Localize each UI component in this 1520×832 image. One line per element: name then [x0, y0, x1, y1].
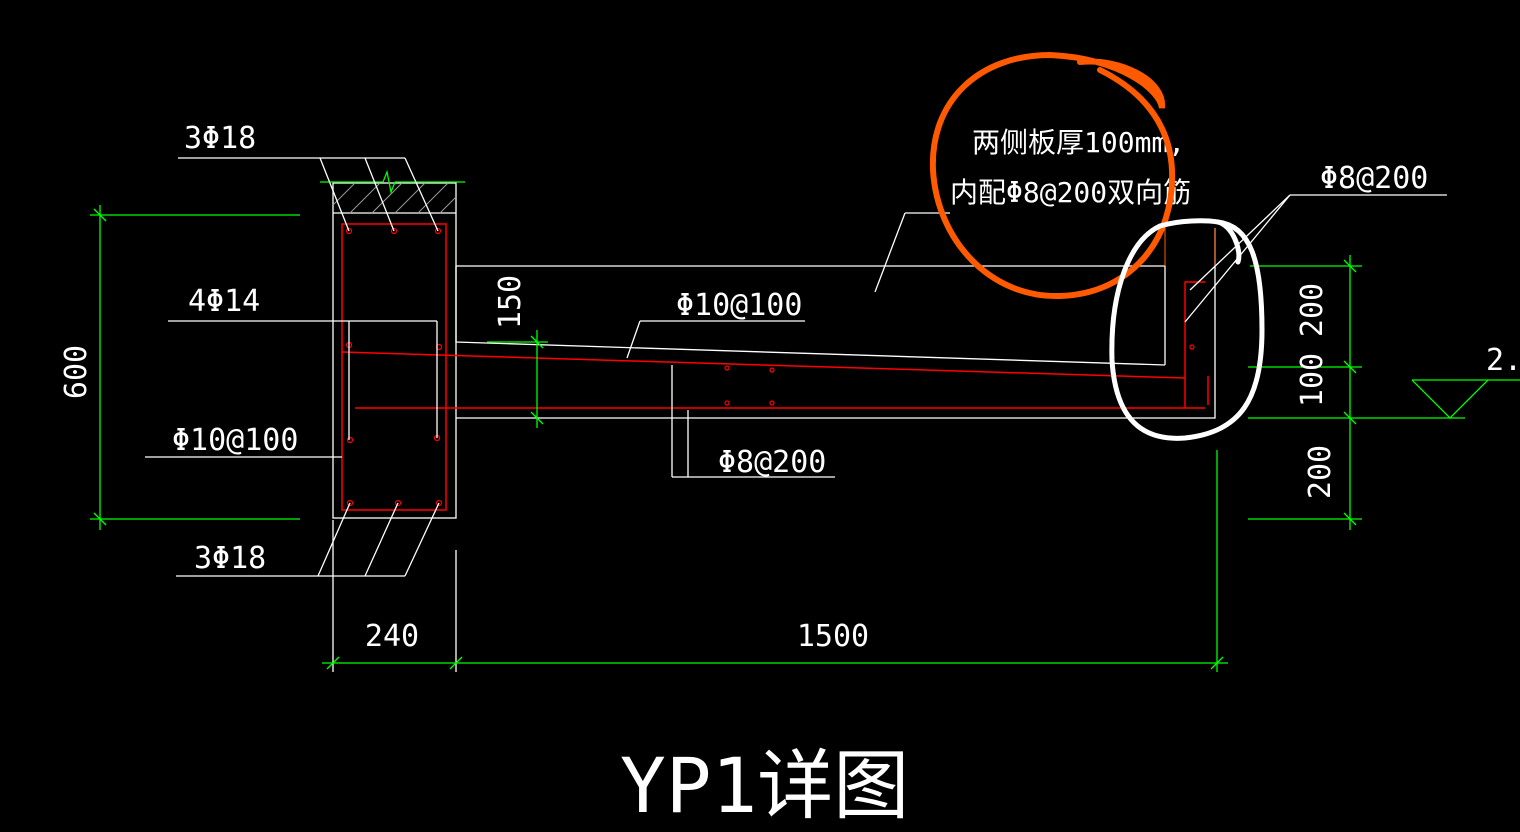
- dim-beam-height: 600: [59, 345, 94, 399]
- cantilever-slab: [341, 228, 1216, 419]
- label-upstand-bar: Φ8@200: [1320, 161, 1428, 196]
- dimension-lines: [90, 205, 1520, 672]
- hatch-pattern: [332, 182, 457, 214]
- label-side-bars: 4Φ14: [188, 284, 260, 319]
- note-line-1: 两侧板厚100mm,: [972, 126, 1185, 159]
- dim-right-mid: 100: [1295, 353, 1330, 407]
- slab-top-rebar: [341, 351, 1186, 379]
- stirrup: [341, 223, 447, 511]
- orange-markup-circle: [929, 51, 1176, 300]
- dim-slab-thickness: 150: [493, 275, 528, 329]
- leader-lines: [145, 157, 1447, 672]
- label-bottom-bars: 3Φ18: [194, 541, 266, 576]
- dim-beam-width: 240: [365, 619, 419, 654]
- label-slab-dist-bar: Φ8@200: [718, 445, 826, 480]
- label-slab-top-bar: Φ10@100: [676, 288, 802, 323]
- break-line: [320, 169, 465, 195]
- elevation-value: 2.6: [1486, 343, 1520, 378]
- label-top-bars: 3Φ18: [184, 121, 256, 156]
- rebar-dots: [345, 227, 1195, 507]
- elevation-marker: [1411, 379, 1489, 419]
- white-markup-circle: [1109, 218, 1265, 441]
- dim-cantilever-length: 1500: [797, 619, 869, 654]
- beam-section: [320, 169, 1195, 519]
- dim-right-bottom: 200: [1303, 445, 1338, 499]
- dim-right-top: 200: [1295, 283, 1330, 337]
- label-stirrup: Φ10@100: [172, 423, 298, 458]
- note-line-2: 内配Φ8@200双向筋: [950, 176, 1191, 209]
- drawing-title: YP1详图: [620, 741, 909, 830]
